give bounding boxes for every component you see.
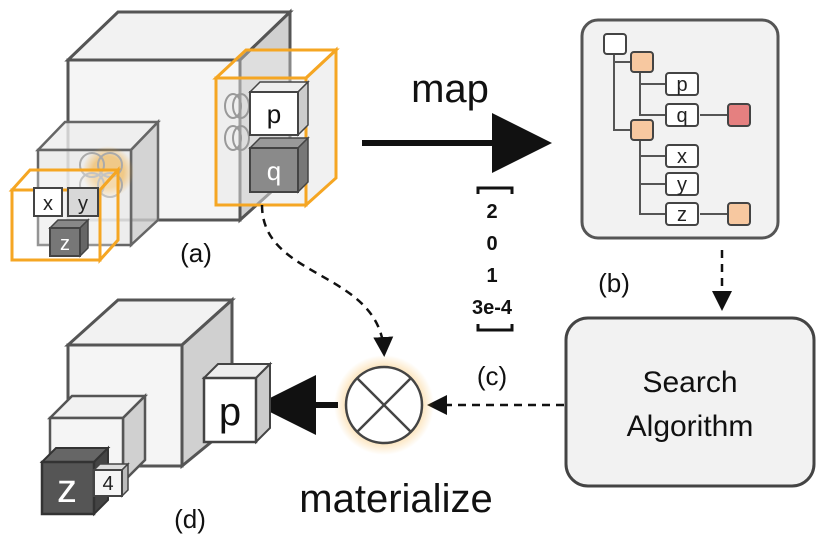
block-x: x: [33, 187, 63, 217]
block-p-d-label: p: [219, 390, 241, 434]
tree-node-q-label: q: [676, 105, 687, 127]
label-c: (c): [477, 361, 507, 391]
map-label: map: [411, 67, 489, 111]
tree-node-z: [665, 202, 699, 226]
tree-node-orange-2: [630, 119, 654, 141]
combine-cross-icon: [334, 355, 434, 455]
cube-group-a: x y z p: [8, 8, 340, 268]
cube-group-d: p z 4 (d): [39, 296, 273, 534]
tree-node-z-label: z: [677, 204, 687, 226]
block-y-label: y: [78, 193, 88, 215]
block-z-label: z: [60, 233, 70, 255]
tree-node-y: [665, 172, 699, 196]
block-p: p: [248, 80, 310, 137]
label-b: (b): [598, 268, 630, 298]
vector-value-4: 3e-4: [472, 297, 513, 319]
block-y: y: [67, 187, 99, 217]
vector-c: 2 0 1 3e-4 (c): [472, 186, 514, 391]
block-p-d: p: [201, 361, 273, 445]
materialize-label: materialize: [299, 477, 492, 521]
vector-value-1: 2: [486, 201, 497, 223]
search-label-line2: Algorithm: [627, 410, 754, 443]
block-four-d-label: 4: [102, 473, 113, 495]
tree-node-orange-1: [630, 51, 654, 73]
tree-node-p-label: p: [676, 74, 687, 96]
label-a: (a): [180, 238, 212, 268]
vector-value-3: 1: [486, 265, 497, 287]
tree-root-node: [603, 33, 627, 55]
block-x-label: x: [43, 193, 53, 215]
label-d: (d): [174, 504, 206, 534]
search-algorithm-box: Search Algorithm: [564, 316, 816, 488]
block-four-d: 4: [92, 462, 130, 498]
block-p-label: p: [267, 99, 281, 129]
block-z-d-label: z: [57, 467, 77, 511]
vector-value-2: 0: [486, 233, 497, 255]
tree-node-orange-3: [727, 202, 751, 226]
tree-panel-b: p q x y z (b): [580, 18, 780, 298]
search-label-line1: Search: [642, 366, 737, 399]
tree-node-x-label: x: [677, 146, 687, 168]
block-q: q: [248, 136, 310, 194]
tree-node-x: [665, 144, 699, 168]
block-q-label: q: [267, 156, 281, 186]
dashed-arrow-a-to-cross: [260, 204, 394, 357]
tree-node-q: [665, 103, 699, 127]
tree-node-y-label: y: [677, 174, 687, 196]
tree-node-p: [665, 72, 699, 96]
map-arrow: map: [362, 67, 552, 173]
tree-node-red: [727, 103, 751, 127]
block-z: z: [48, 218, 90, 258]
